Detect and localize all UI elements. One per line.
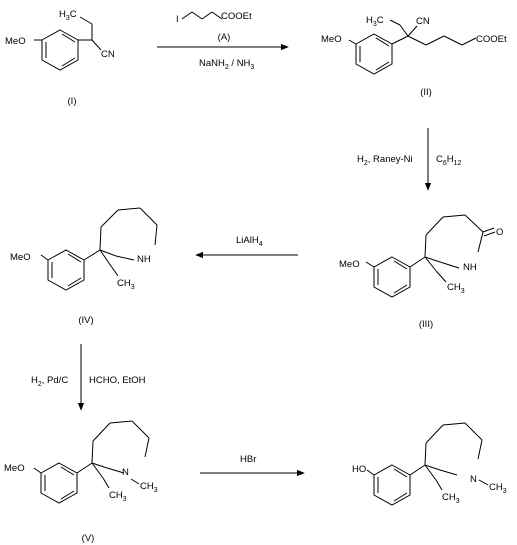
n-methyl-label: CH3 — [140, 481, 158, 494]
ethyl-label: CH3 — [109, 490, 127, 503]
ethyl-label: CH3 — [447, 282, 465, 295]
reagent-hbr-label: HBr — [240, 454, 256, 465]
reagent-h2-pdc-label: H2, Pd/C — [31, 375, 68, 388]
n-methyl-label: CH3 — [489, 482, 507, 495]
compound-iv-azepane-ring — [99, 207, 158, 277]
compound-iv: MeO NH CH3 (IV) — [10, 207, 158, 326]
ester-label: COOEt — [221, 11, 252, 22]
methyl-label: H3C — [59, 9, 77, 22]
reagent-hcho-etoh-label: HCHO, EtOH — [89, 375, 146, 386]
amide-nh-label: NH — [463, 262, 477, 273]
compound-label-i: (I) — [68, 96, 77, 107]
compound-vi-benzene-ring — [366, 464, 426, 506]
methoxy-label: MeO — [5, 36, 26, 47]
reagent-cyclohexane-label: C6H12 — [436, 154, 462, 167]
compound-iii-benzene-ring — [365, 256, 426, 298]
compound-ii: MeO H3C CN COOEt (II) — [321, 15, 507, 98]
compound-iii-azepanone-ring — [424, 214, 496, 283]
ethyl-label: CH3 — [442, 492, 460, 505]
reagent-nanh2-label: NaNH2 / NH3 — [199, 58, 254, 71]
compound-vi: HO N CH3 CH3 — [352, 422, 507, 506]
compound-i: MeO H3C CN (I) — [5, 9, 115, 107]
compound-iv-benzene-ring — [40, 249, 101, 291]
ester-label: COOEt — [476, 34, 507, 45]
amine-n-label: N — [122, 467, 129, 478]
nitrile-label: CN — [416, 16, 430, 27]
compound-v-benzene-ring — [33, 462, 93, 504]
compound-label-iv: (IV) — [78, 315, 93, 326]
reagent-a-label: (A) — [218, 32, 231, 43]
compound-iii: MeO O NH CH3 (III) — [339, 214, 503, 330]
compound-label-ii: (II) — [420, 87, 432, 98]
carbonyl-oxygen-label: O — [496, 227, 503, 238]
methoxy-label: MeO — [339, 259, 360, 270]
reagent-lialh4-label: LiAlH4 — [236, 235, 263, 248]
methoxy-label: MeO — [10, 252, 31, 263]
compound-ii-benzene-ring — [348, 19, 477, 75]
compound-v-azepane-ring — [91, 420, 150, 489]
reagent-a: I COOEt (A) — [176, 11, 252, 43]
compound-i-benzene-ring — [34, 16, 102, 71]
methoxy-label: MeO — [321, 34, 342, 45]
iodo-label: I — [176, 14, 179, 25]
amine-n-label: N — [470, 474, 477, 485]
compound-vi-azepane-ring — [424, 422, 489, 491]
methyl-label: H3C — [366, 15, 384, 28]
compound-label-v: (V) — [82, 533, 95, 544]
hydroxy-label: HO — [352, 464, 366, 475]
reagent-h2-raney-label: H2, Raney-Ni — [357, 154, 413, 167]
nitrile-label: CN — [101, 49, 115, 60]
ethyl-label: CH3 — [117, 278, 135, 291]
methoxy-label: MeO — [4, 463, 25, 474]
amine-nh-label: NH — [137, 254, 151, 265]
compound-v: MeO N CH3 CH3 (V) — [4, 420, 158, 544]
compound-label-iii: (III) — [419, 319, 433, 330]
